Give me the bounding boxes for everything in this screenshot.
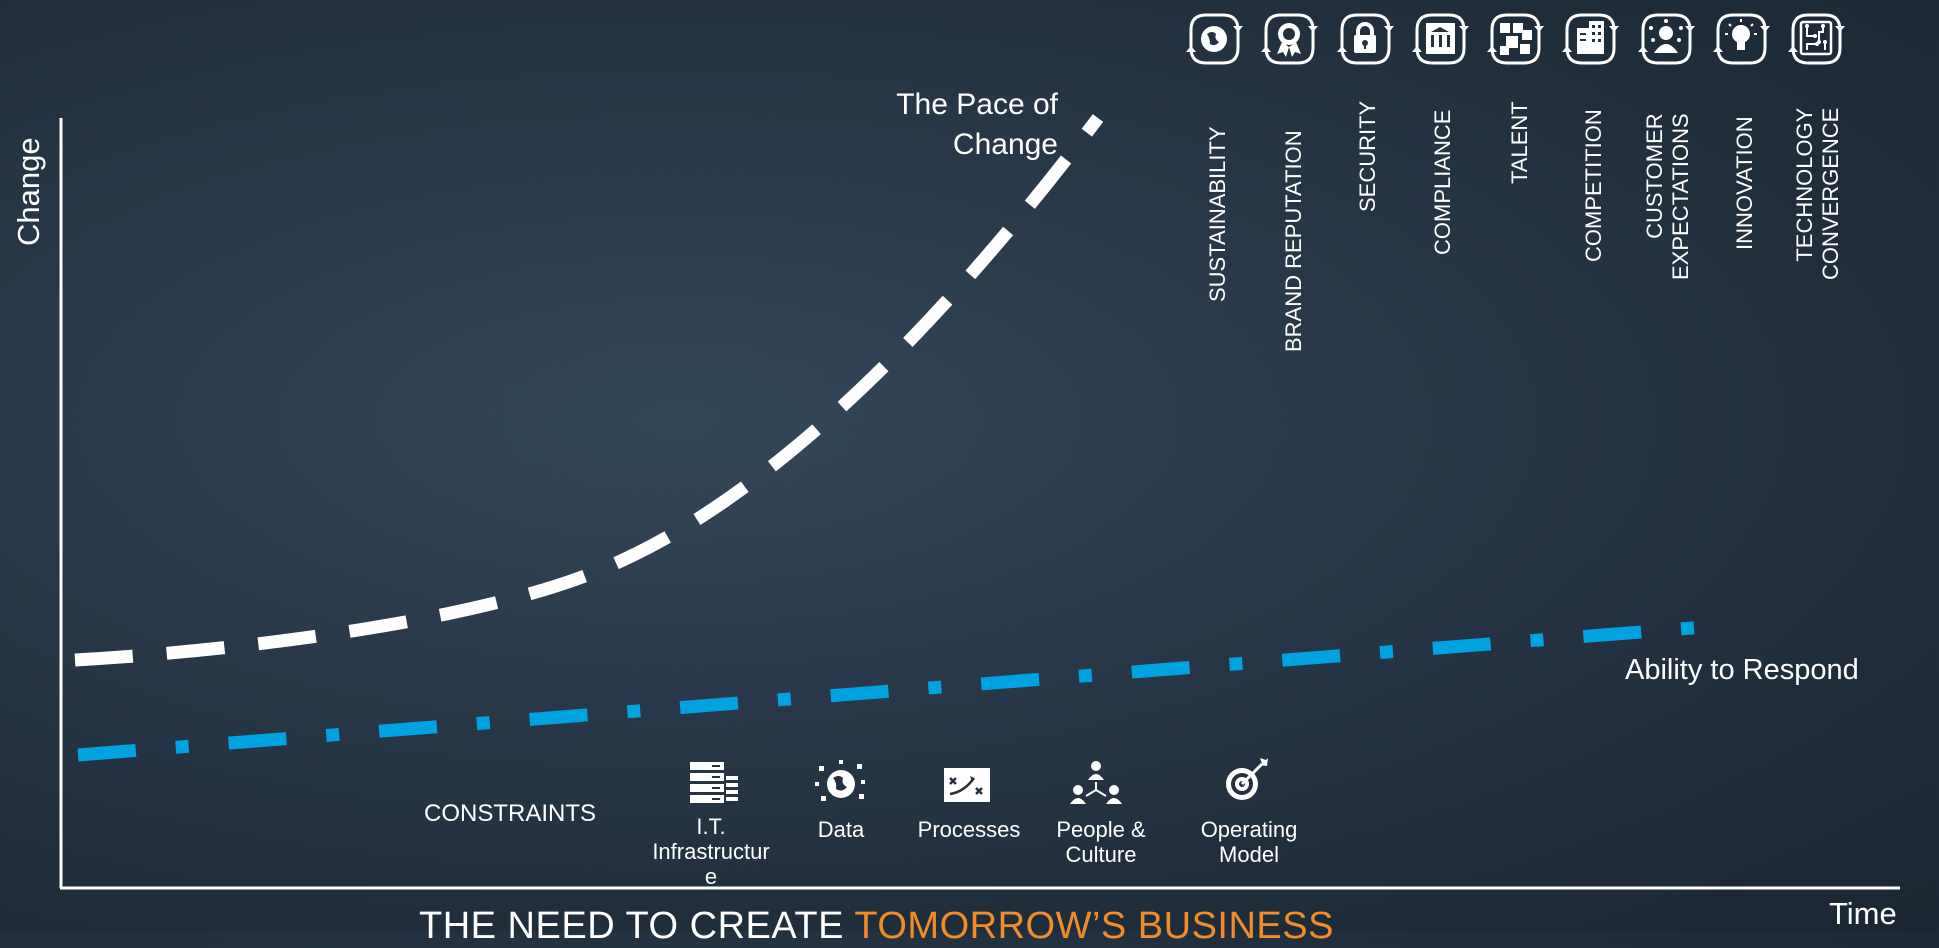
- award-icon: [1258, 8, 1321, 70]
- footer-text-highlight: TOMORROW’S BUSINESS: [854, 905, 1334, 947]
- building-icon: [1409, 8, 1472, 70]
- technology-convergence-line-2: CONVERGENCE: [1818, 107, 1843, 280]
- ability-to-respond-curve: [77, 618, 1731, 762]
- customer-icon: [1635, 8, 1698, 70]
- driver-label-customer-expectations: CUSTOMER EXPECTATIONS: [1642, 113, 1694, 280]
- constraints-title: CONSTRAINTS: [424, 800, 597, 827]
- constraint-label-data: Data: [817, 817, 865, 842]
- driver-label-talent: TALENT: [1507, 101, 1532, 184]
- circuit-icon: [1785, 8, 1848, 70]
- driver-label-innovation: INNOVATION: [1732, 116, 1757, 250]
- driver-label-compliance: COMPLIANCE: [1430, 109, 1455, 255]
- pace-of-change-label: The Pace of Change: [840, 85, 1058, 165]
- footer-text-plain: THE NEED TO CREATE: [419, 905, 855, 947]
- people-culture-line-1: People &: [1056, 817, 1146, 842]
- org-chart-icon: [1068, 758, 1124, 808]
- driver-label-competition: COMPETITION: [1581, 109, 1606, 262]
- people-grid-icon: [1484, 8, 1547, 70]
- driver-label-security: SECURITY: [1355, 100, 1380, 212]
- office-building-icon: [1559, 8, 1622, 70]
- pace-label-line-2: Change: [952, 128, 1058, 161]
- data-globe-icon: [813, 758, 869, 808]
- globe-icon: [1183, 8, 1246, 70]
- server-icon: [686, 758, 742, 808]
- ability-to-respond-label: Ability to Respond: [1625, 654, 1859, 686]
- constraint-label-people-culture: People & Culture: [1032, 817, 1170, 867]
- footer-title: THE NEED TO CREATE TOMORROW’S BUSINESS: [419, 905, 1334, 948]
- y-axis-label: Change: [11, 137, 46, 246]
- it-line-2: Infrastructur: [652, 839, 770, 864]
- pace-label-line-1: The Pace of: [896, 88, 1058, 121]
- operating-model-line-1: Operating: [1200, 817, 1298, 842]
- it-line-3: e: [704, 864, 718, 889]
- people-culture-line-2: Culture: [1065, 842, 1137, 867]
- customer-expectations-line-1: CUSTOMER: [1642, 113, 1667, 239]
- strategy-board-icon: [940, 764, 996, 814]
- lightbulb-icon: [1710, 8, 1773, 70]
- customer-expectations-line-2: EXPECTATIONS: [1668, 113, 1693, 280]
- constraint-label-processes: Processes: [917, 817, 1021, 842]
- constraint-label-operating-model: Operating Model: [1180, 817, 1318, 867]
- driver-label-brand-reputation: BRAND REPUTATION: [1281, 130, 1306, 352]
- pace-of-change-curve: [74, 114, 1104, 667]
- driver-label-technology-convergence: TECHNOLOGY CONVERGENCE: [1792, 108, 1844, 280]
- lock-icon: [1334, 8, 1397, 70]
- operating-model-line-2: Model: [1219, 842, 1279, 867]
- target-icon: [1218, 756, 1274, 806]
- constraint-label-it-infrastructure: I.T. Infrastructur e: [636, 814, 786, 889]
- x-axis-label: Time: [1829, 896, 1897, 931]
- it-line-1: I.T.: [696, 814, 726, 839]
- driver-label-sustainability: SUSTAINABILITY: [1205, 126, 1230, 302]
- technology-convergence-line-1: TECHNOLOGY: [1792, 107, 1817, 262]
